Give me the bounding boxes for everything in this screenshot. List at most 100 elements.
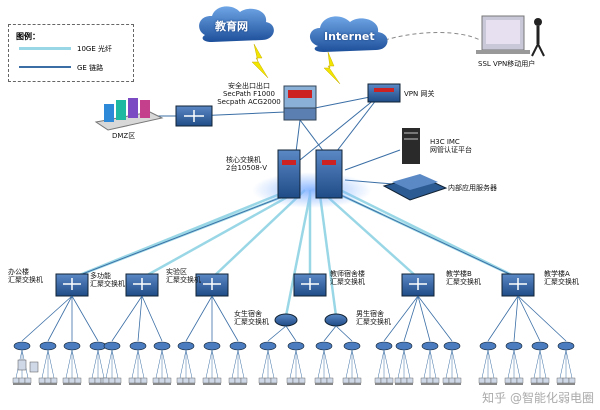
- pc-icon: [258, 377, 266, 385]
- pc-icon: [88, 377, 96, 385]
- pc-icon: [394, 377, 402, 385]
- firewall-icon: [283, 85, 317, 121]
- access-link: [517, 295, 541, 342]
- pc-icon: [348, 377, 356, 385]
- access-switch-icon: [39, 341, 57, 351]
- pc-icon: [490, 377, 498, 385]
- access-link: [417, 295, 453, 342]
- legend-ge-label: GE 链路: [77, 64, 104, 72]
- pc-icon: [74, 377, 82, 385]
- access-switch-icon: [103, 341, 121, 351]
- pc-icon: [386, 377, 394, 385]
- core-glow: [252, 172, 372, 208]
- access-switch-icon: [229, 341, 247, 351]
- legend-box: 图例： 10GE 光纤 GE 链路: [8, 24, 134, 82]
- pc-icon: [264, 377, 272, 385]
- pc-icon: [176, 377, 184, 385]
- access-link: [417, 295, 431, 342]
- access-switch-icon: [395, 341, 413, 351]
- access-switch-icon: [315, 341, 333, 351]
- intranet-server-icon: [382, 174, 448, 201]
- dorm-switch-icon: [274, 313, 298, 327]
- access-link: [21, 295, 73, 342]
- pc-icon: [12, 377, 20, 385]
- access-link: [211, 295, 239, 342]
- access-switch-icon: [421, 341, 439, 351]
- pc-icon: [62, 377, 70, 385]
- male-dorm-switch-label: 男生宿舍 汇聚交换机: [356, 310, 391, 326]
- access-link: [403, 295, 419, 342]
- access-switch-icon: [153, 341, 171, 351]
- access-link: [71, 295, 99, 342]
- pc-icon: [202, 377, 210, 385]
- access-link: [47, 295, 73, 342]
- access-switch-icon: [63, 341, 81, 351]
- vpn-gateway-icon: [367, 83, 401, 103]
- dmz-server-icon: [94, 98, 164, 131]
- imc-label: H3C IMC 网管认证平台: [430, 138, 472, 154]
- access-switch-icon: [89, 341, 107, 351]
- pc-icon: [432, 377, 440, 385]
- watermark: 知乎 @智能化弱电圈: [482, 391, 594, 405]
- female-dorm-switch-label: 女生宿舍 汇聚交换机: [234, 310, 269, 326]
- legend-ge-swatch: [19, 66, 71, 68]
- pc-icon: [400, 377, 408, 385]
- pc-icon: [18, 377, 26, 385]
- pc-icon: [406, 377, 414, 385]
- pc-icon: [108, 377, 116, 385]
- pc-icon: [484, 377, 492, 385]
- legend-fiber-swatch: [19, 47, 71, 50]
- pc-icon: [38, 377, 46, 385]
- pc-icon: [298, 377, 306, 385]
- aggregation-switch-icon: [55, 273, 89, 297]
- vpn-user-laptop-icon: [476, 15, 545, 57]
- access-switch-icon: [531, 341, 549, 351]
- access-layer: [12, 295, 576, 385]
- imc-server-icon: [402, 128, 420, 164]
- wireless-ap-icon: [29, 361, 39, 373]
- wireless-ap-icon: [17, 359, 27, 371]
- pc-icon: [182, 377, 190, 385]
- pc-icon: [454, 377, 462, 385]
- firewall-label: 安全出口出口 SecPath F1000 Secpath ACG2000: [217, 82, 281, 106]
- access-switch-icon: [557, 341, 575, 351]
- pc-icon: [504, 377, 512, 385]
- access-link: [323, 325, 337, 342]
- education-cloud-label: 教育网: [215, 20, 248, 33]
- access-link: [185, 295, 213, 342]
- pc-icon: [94, 377, 102, 385]
- pc-icon: [24, 377, 32, 385]
- pc-icon: [270, 377, 278, 385]
- pc-icon: [102, 377, 110, 385]
- pc-icon: [134, 377, 142, 385]
- pc-icon: [164, 377, 172, 385]
- pc-icon: [320, 377, 328, 385]
- pc-icon: [326, 377, 334, 385]
- access-switch-icon: [203, 341, 221, 351]
- pc-icon: [234, 377, 242, 385]
- internet-cloud-icon: [309, 16, 388, 52]
- access-link: [267, 325, 287, 342]
- lab-switch-label: 实验区 汇聚交换机: [166, 268, 201, 284]
- pc-icon: [128, 377, 136, 385]
- pc-icon: [426, 377, 434, 385]
- access-link: [487, 295, 519, 342]
- pc-icon: [374, 377, 382, 385]
- aggregation-switch-icon: [401, 273, 435, 297]
- vpn-user-label: SSL VPN移动用户: [478, 60, 536, 68]
- pc-icon: [214, 377, 222, 385]
- fiber-links: [71, 188, 519, 317]
- aggregation-switch-icon: [125, 273, 159, 297]
- pc-icon: [442, 377, 450, 385]
- multi-switch-label: 多功能 汇聚交换机: [90, 272, 125, 288]
- access-link: [383, 295, 419, 342]
- pc-icon: [44, 377, 52, 385]
- pc-icon: [448, 377, 456, 385]
- pc-icon: [556, 377, 564, 385]
- access-switch-icon: [343, 341, 361, 351]
- access-link: [335, 325, 353, 342]
- pc-icon: [568, 377, 576, 385]
- pc-icon: [140, 377, 148, 385]
